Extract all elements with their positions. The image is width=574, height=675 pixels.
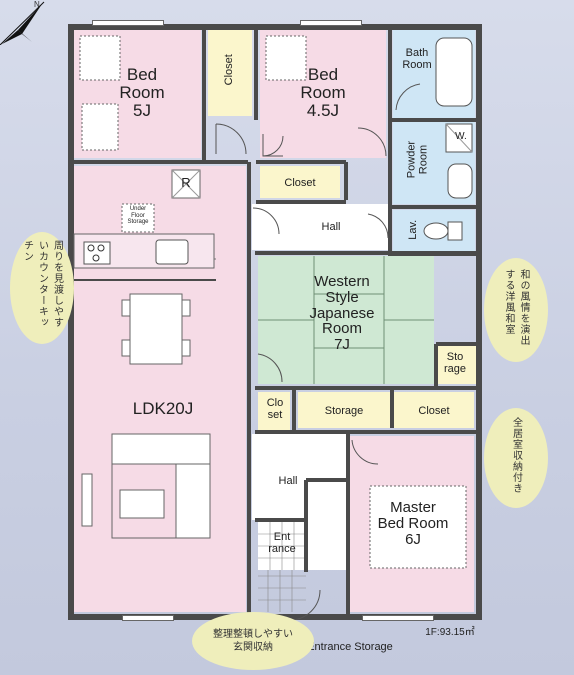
- closet-small: [258, 392, 290, 432]
- label-master-bed-room: Master Bed Room 6J: [377, 499, 449, 548]
- window: [92, 20, 164, 26]
- window: [362, 615, 434, 621]
- compass: N: [0, 0, 45, 45]
- storage-note-text: 全居室収納付き: [510, 417, 522, 494]
- label-western-style-japanese-room: Western Style Japanese Room 7J: [309, 273, 375, 353]
- hall-upper: [252, 204, 388, 250]
- tatami-grid: [68, 24, 482, 620]
- label-closet-3: Closet: [418, 405, 450, 417]
- window: [122, 615, 174, 621]
- label-ldk-20j: LDK20J: [132, 399, 194, 418]
- w-mark: W.: [455, 131, 467, 142]
- entrance-note-bubble: 整理整頓しやすい 玄関収納: [192, 612, 314, 670]
- label-under-floor-storage: Under Floor Storage: [127, 206, 149, 226]
- area-text: 1F:93.15㎡: [425, 627, 475, 638]
- closet-1: [208, 30, 252, 116]
- washitsu-note-bubble: 和の風情を演出する洋風和室: [484, 258, 548, 362]
- closet-3: [394, 392, 474, 428]
- label-bed-room-4-5j: Bed Room 4.5J: [300, 65, 346, 120]
- washitsu-note-text: 和の風情を演出する洋風和室: [503, 269, 529, 346]
- label-hall-upper: Hall: [321, 221, 341, 233]
- entrance-storage: [306, 480, 346, 570]
- label-closet-1: Closet: [223, 54, 236, 86]
- storage-note-bubble: 全居室収納付き: [484, 408, 548, 508]
- closet-2: [260, 166, 340, 198]
- compass-star-icon: [0, 1, 45, 45]
- label-closet-2: Closet: [284, 177, 316, 189]
- label-entrance: Ent rance: [268, 531, 296, 555]
- label-storage-small: Sto rage: [443, 351, 467, 375]
- label-bath-room: Bath Room: [402, 47, 432, 71]
- storage-small: [434, 346, 476, 384]
- label-bed-room-5j: Bed Room 5J: [119, 65, 165, 120]
- label-powder-room: Powder Room: [405, 140, 429, 179]
- floor-plan: Bed Room 5J Closet Bed Room 4.5J Bath Ro…: [68, 24, 482, 638]
- window: [300, 20, 362, 26]
- label-hall-lower: Hall: [278, 475, 298, 487]
- kitchen-note-bubble: 周りを見渡しやすいカウンターキッチン: [10, 232, 74, 344]
- r-mark: R: [181, 175, 191, 190]
- compass-letter: N: [34, 0, 40, 9]
- kitchen-note-text: 周りを見渡しやすいカウンターキッチン: [21, 240, 63, 328]
- label-entrance-storage: Entrance Storage: [307, 641, 393, 653]
- entrance-note-text: 整理整頓しやすい 玄関収納: [213, 629, 293, 653]
- label-storage-mid: Storage: [324, 405, 364, 417]
- label-lavatory: Lav.: [407, 219, 420, 240]
- label-closet-small: Clo set: [266, 397, 284, 421]
- storage-mid: [298, 392, 390, 428]
